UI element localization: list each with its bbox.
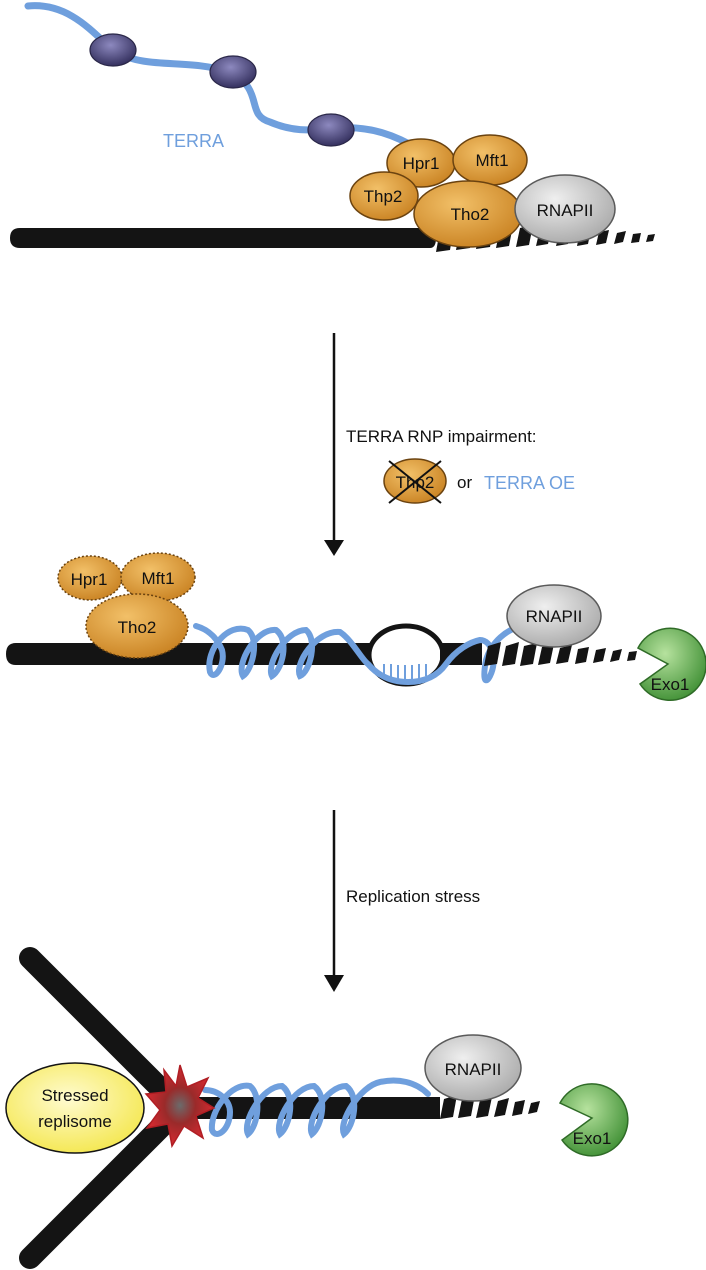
arrow-down-icon	[324, 975, 344, 992]
thp2-label: Thp2	[364, 187, 403, 206]
protein-thp2	[349, 171, 419, 221]
replisome-label-line1: Stressed	[41, 1086, 108, 1105]
stress-star-icon	[144, 1064, 216, 1149]
rnapii-label: RNAPII	[445, 1060, 502, 1079]
exo1-icon	[636, 627, 706, 702]
stressed-replisome	[5, 1062, 145, 1154]
fork-arm-lower	[19, 1107, 181, 1269]
terra-rna-coil	[202, 1077, 431, 1139]
terra-label: TERRA	[163, 131, 224, 151]
rnapii-label: RNAPII	[537, 201, 594, 220]
rnapii-icon	[514, 174, 616, 244]
hpr1-label: Hpr1	[71, 570, 108, 589]
transition-1-caption: TERRA RNP impairment:	[346, 427, 537, 446]
exo1-icon	[558, 1083, 629, 1157]
transition-1: TERRA RNP impairment: Thp2 or TERRA OE	[324, 333, 575, 556]
rnapii-icon	[424, 1034, 522, 1102]
exo1-label: Exo1	[573, 1129, 612, 1148]
protein-tho2	[85, 593, 189, 659]
transition-2-caption: Replication stress	[346, 887, 480, 906]
tho2-label: Tho2	[118, 618, 157, 637]
replisome-label-line2: replisome	[38, 1112, 112, 1131]
rnapii-icon	[506, 584, 602, 648]
arrow-down-icon	[324, 540, 344, 556]
nucleosome-icon	[89, 33, 137, 67]
exo1-label: Exo1	[651, 675, 690, 694]
tho2-label: Tho2	[451, 205, 490, 224]
dna-duplex	[10, 228, 436, 248]
terra-rna-coil	[193, 623, 523, 686]
dna-duplex	[165, 1097, 440, 1119]
transition-2: Replication stress	[324, 810, 480, 992]
mft1-label: Mft1	[141, 569, 174, 588]
hpr1-label: Hpr1	[403, 154, 440, 173]
ssdna-overhang	[440, 1095, 540, 1119]
panel-1: TERRA Hpr1 Mft1 Thp2 Tho2 RNAPII	[10, 2, 655, 252]
ssdna-overhang	[484, 642, 637, 666]
fork-arm-upper	[19, 947, 181, 1109]
dna-duplex	[6, 643, 372, 665]
terra-oe-label: TERRA OE	[484, 473, 575, 493]
nucleosome-icon	[307, 113, 355, 147]
or-label: or	[457, 473, 472, 492]
panel-2: RNAPII Exo1 Hpr1 Mft1 Tho2	[6, 552, 706, 702]
nucleosome-icon	[209, 55, 257, 89]
rnapii-label: RNAPII	[526, 607, 583, 626]
panel-3: RNAPII Exo1 Stressed replisome	[5, 947, 629, 1269]
cross-icon	[388, 460, 442, 504]
mft1-label: Mft1	[475, 151, 508, 170]
